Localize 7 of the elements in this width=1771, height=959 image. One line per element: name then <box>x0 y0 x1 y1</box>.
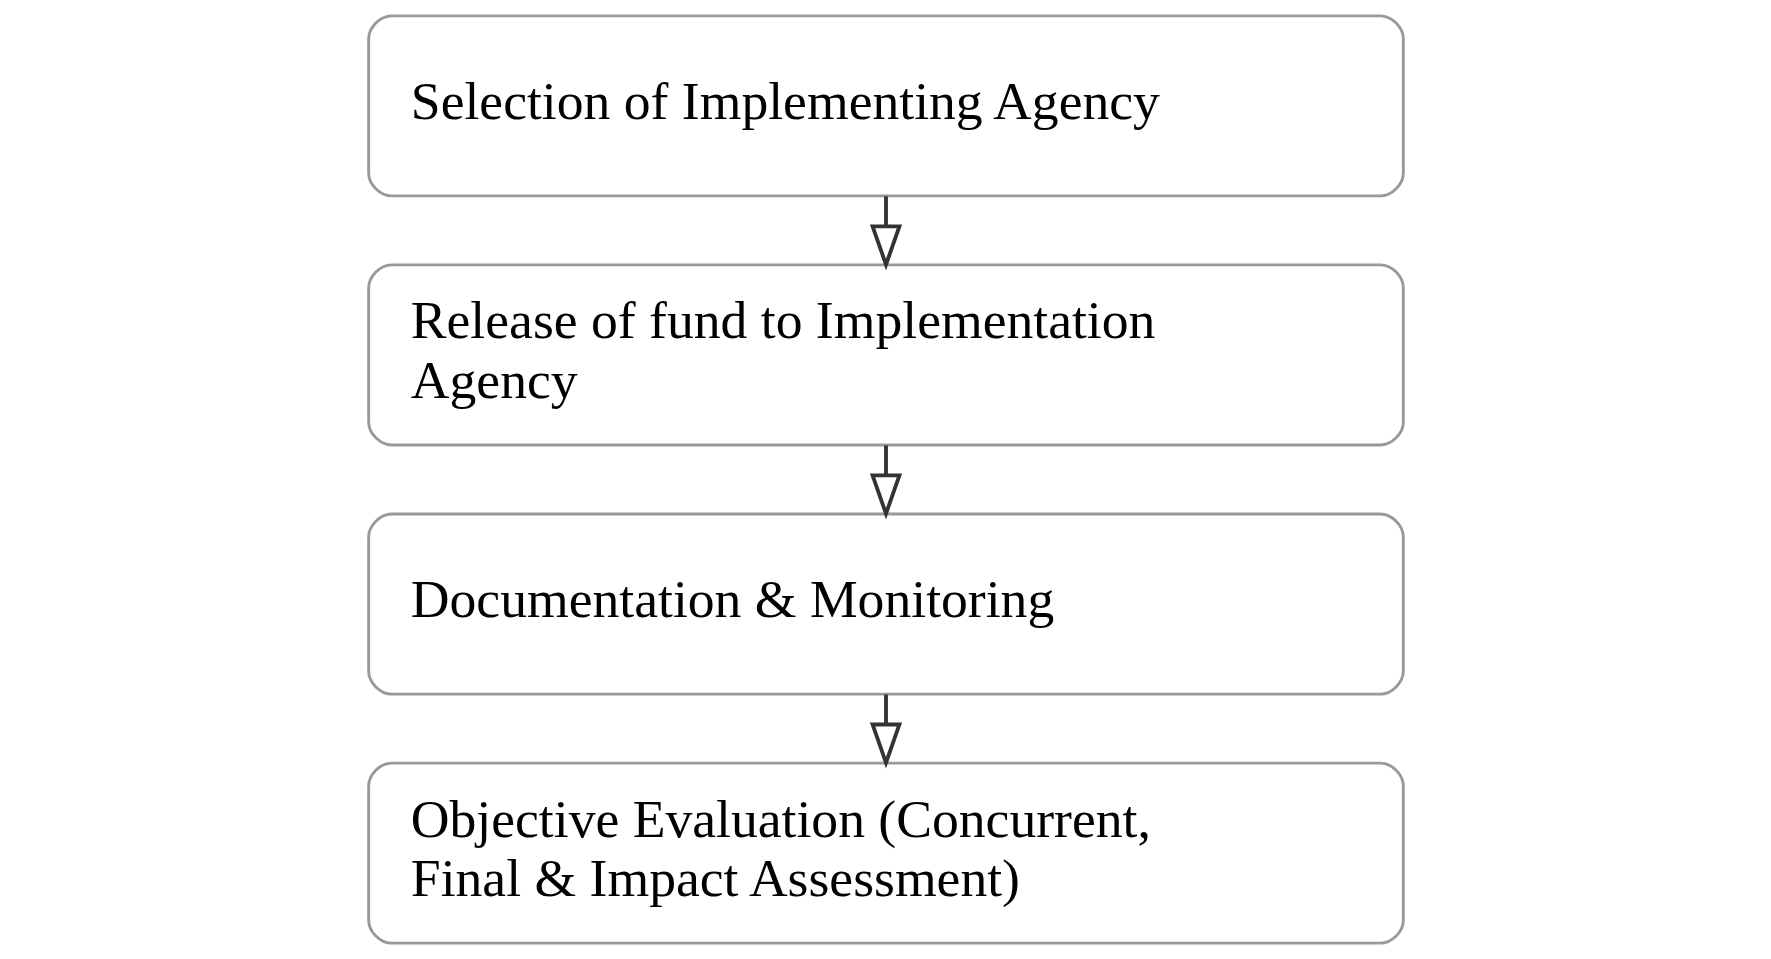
node-box: Documentation & Monitoring <box>366 512 1405 696</box>
node-box: Objective Evaluation (Concurrent, Final & Impact Assessment) <box>366 761 1405 945</box>
node-box: Selection of Implementing Agency <box>366 14 1405 198</box>
arrow <box>869 196 902 271</box>
arrow <box>869 694 902 769</box>
arrow <box>869 445 902 520</box>
node-box: Release of fund to Implementation Agency <box>366 263 1405 447</box>
